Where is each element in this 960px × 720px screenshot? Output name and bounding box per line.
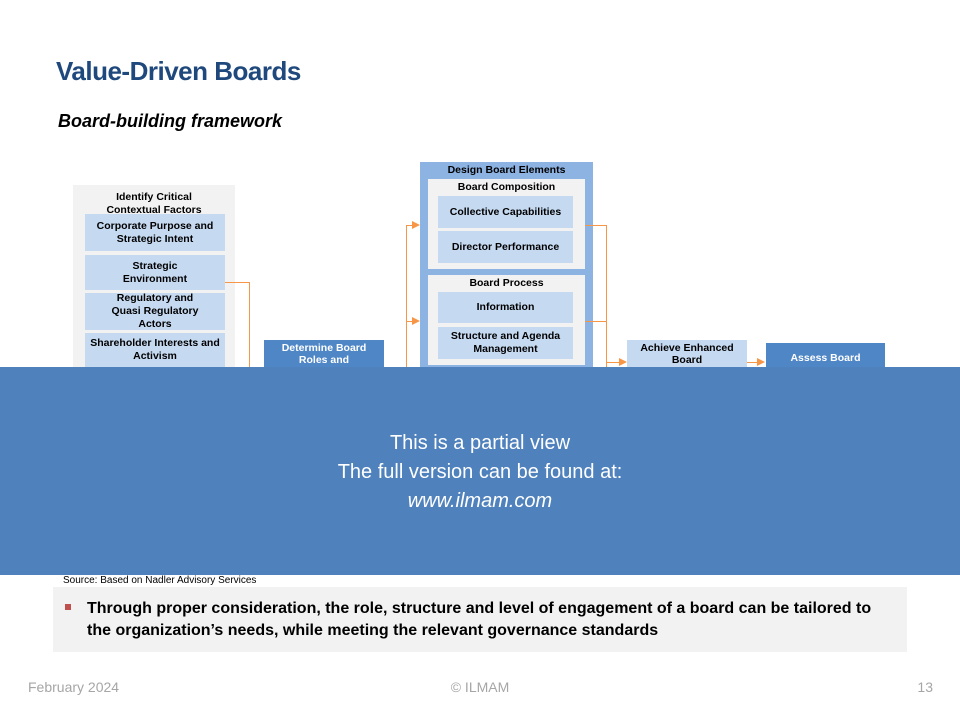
panel-header: Board Process [469,277,544,289]
key-takeaway-box: Through proper consideration, the role, … [53,587,907,652]
source-note: Source: Based on Nadler Advisory Service… [63,575,257,586]
connector-line [606,225,607,367]
page-title: Value-Driven Boards [56,56,301,86]
bullet-icon [65,604,71,610]
contextual-factors-panel: Identify Critical Contextual Factors Cor… [73,185,235,385]
key-takeaway-text: Through proper consideration, the role, … [87,600,872,639]
arrow-icon [757,358,765,366]
connector-line [747,362,758,363]
arrow-icon [619,358,627,366]
connector-line [225,282,249,283]
overlay-line: This is a partial view [389,432,571,454]
factor-box: Corporate Purpose and Strategic Intent [85,214,225,251]
page-number: 13 [917,679,933,695]
arrow-icon [412,221,420,229]
connector-line [406,225,407,375]
panel-header: Design Board Elements [447,164,566,176]
element-box: Collective Capabilities [438,196,573,228]
connector-line [585,321,606,322]
element-box: Information [438,292,573,323]
board-composition-panel: Board Composition Collective Capabilitie… [428,179,585,269]
connector-line [249,282,250,372]
subtitle: Board-building framework [58,111,283,131]
connector-line [406,321,414,322]
connector-line [585,225,606,226]
design-board-elements-panel: Design Board Elements Board Composition … [420,162,593,382]
footer-date: February 2024 [28,679,120,695]
overlay-line: The full version can be found at: [337,461,623,483]
element-box: Director Performance [438,231,573,263]
partial-view-overlay: This is a partial view The full version … [0,367,960,575]
element-box: Structure and Agenda Management [438,327,573,359]
factor-box: Strategic Environment [85,255,225,290]
connector-line [606,362,620,363]
factor-box: Regulatory and Quasi Regulatory Actors [85,292,225,330]
factor-box: Shareholder Interests and Activism [85,333,225,373]
board-process-panel: Board Process Information Structure and … [428,275,585,365]
arrow-icon [412,317,420,325]
footer-copyright: © ILMAM [450,679,510,695]
overlay-link[interactable]: www.ilmam.com [407,490,553,512]
connector-line [406,225,414,226]
panel-header: Identify Critical Contextual Factors [106,191,202,216]
panel-header: Board Composition [457,181,556,193]
